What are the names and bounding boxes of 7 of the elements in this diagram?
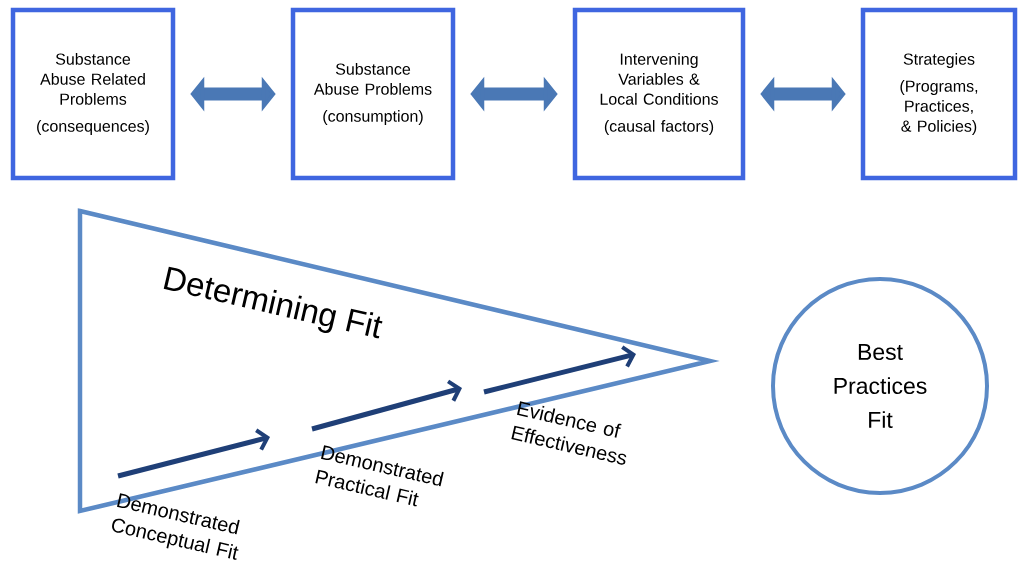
text-box: Substance Abuse Related Problems (consequences) (10, 7, 176, 181)
double-arrow (470, 76, 558, 112)
double-arrow (190, 76, 276, 112)
double-arrow (760, 76, 846, 112)
text-box: Substance Abuse Problems (consumption) (290, 7, 456, 181)
text-box: Intervening Variables & Local Conditions (causal factors) (572, 7, 746, 181)
text-box: Strategies (Programs, Practices, & Policies) (860, 7, 1018, 181)
